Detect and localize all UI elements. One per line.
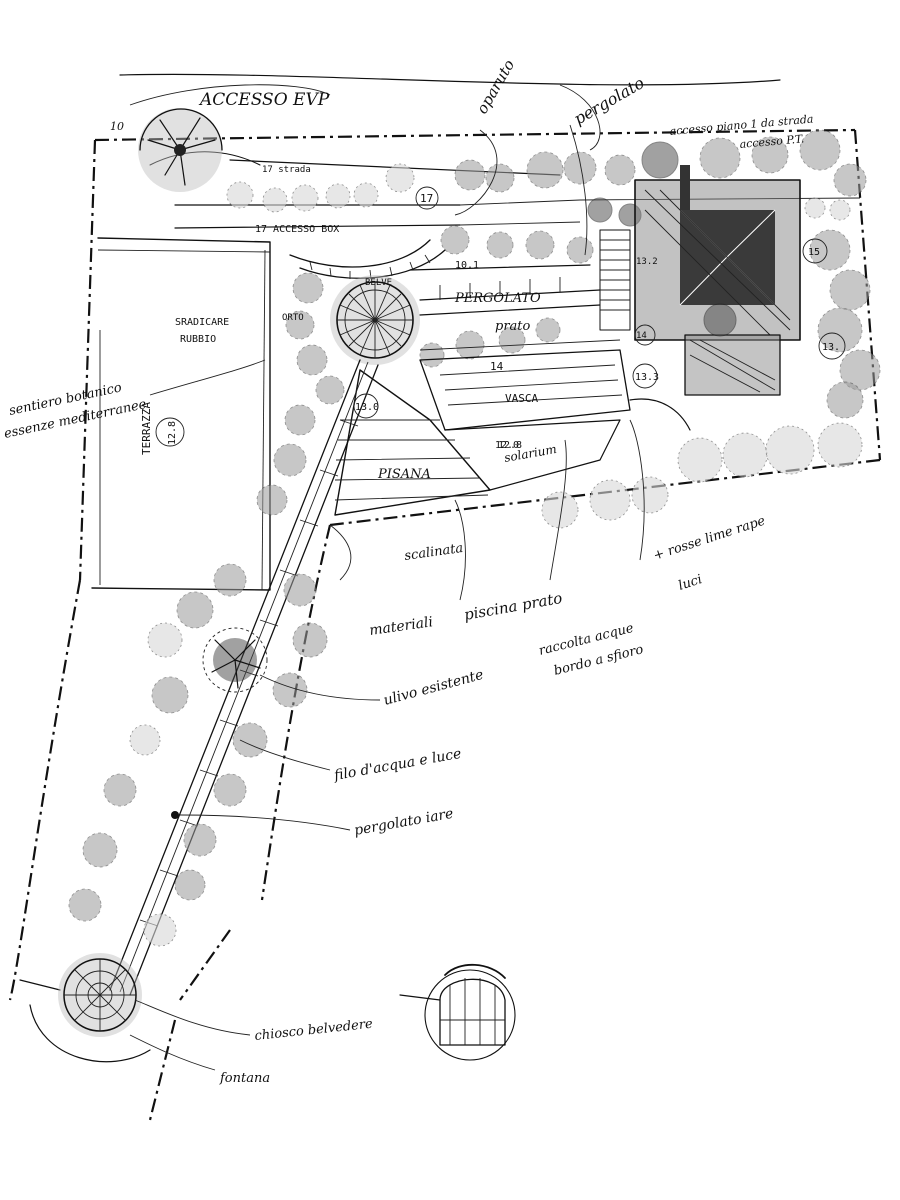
label-sradicare: SRADICARE [175, 317, 229, 328]
label-luci: luci [677, 572, 704, 594]
label-ulivo: ulivo esistente [382, 667, 485, 709]
leader-lines [129, 84, 645, 1071]
label-tag-13-2: 13.2 [636, 257, 658, 267]
label-tag-12-8-left: 12.8 [167, 421, 178, 445]
label-accesso-pt: accesso P.T. [739, 132, 805, 151]
pergola-strips [409, 264, 621, 351]
label-area-left: ORTO [282, 313, 304, 323]
label-vasca: VASCA [505, 392, 538, 405]
label-tag-10-1: 10.1 [455, 260, 479, 271]
label-fontana: fontana [219, 1071, 270, 1086]
label-area-center: BELVE [365, 278, 392, 288]
label-tag-12-0: 12.0 [495, 440, 519, 451]
label-pisana: PISANA [377, 467, 431, 482]
olive-tree [202, 627, 268, 693]
label-rubbio: RUBBIO [180, 334, 216, 345]
level-markers [155, 186, 846, 447]
label-piscina-prato: piscina prato [463, 589, 564, 624]
top-hedge [226, 129, 867, 227]
path-vegetation [68, 563, 328, 947]
label-chiosco: chiosco belvedere [254, 1017, 374, 1044]
belvedere-sketch [424, 963, 516, 1061]
label-strada: 17 strada [262, 165, 311, 175]
label-tag-15: 15 [808, 247, 820, 258]
tree-top-left [138, 108, 223, 192]
label-prato: prato [495, 319, 531, 334]
pool-area [334, 349, 691, 516]
right-lower-vegetation [541, 229, 881, 529]
label-tag-10: 10 [110, 120, 124, 133]
label-tag-12-8: 12.8 [498, 440, 522, 451]
left-block [91, 237, 271, 591]
label-terrazza: TERRAZZA [140, 402, 153, 455]
bottom-kiosk [29, 953, 151, 1063]
label-pergolato-top: pergolato [571, 73, 648, 128]
label-rosse: + rosse lime rape [652, 513, 768, 563]
label-accesso-box: 17 ACCESSO BOX [255, 224, 339, 235]
label-materiali: materiali [368, 614, 434, 639]
label-tag-13-vasca: 13.0 [355, 402, 379, 413]
label-accesso: ACCESSO EVP [198, 90, 330, 110]
label-spazio: oparuto [473, 56, 518, 117]
label-scalinata: scalinata [403, 541, 464, 564]
label-pergolato-center: PERGOLATO [454, 291, 541, 306]
label-tag-13-right: 13. [822, 342, 840, 353]
label-filo: filo d'acqua e luce [332, 746, 463, 784]
label-tag-14: 14 [490, 360, 504, 373]
central-belvedere [330, 275, 420, 365]
label-tag-17: 17 [420, 192, 433, 205]
label-tag-14-b: 14 [636, 331, 647, 341]
label-pergolato-low: pergolato iare [353, 806, 455, 839]
house [599, 165, 801, 396]
label-tag-13-3: 13.3 [635, 372, 659, 383]
